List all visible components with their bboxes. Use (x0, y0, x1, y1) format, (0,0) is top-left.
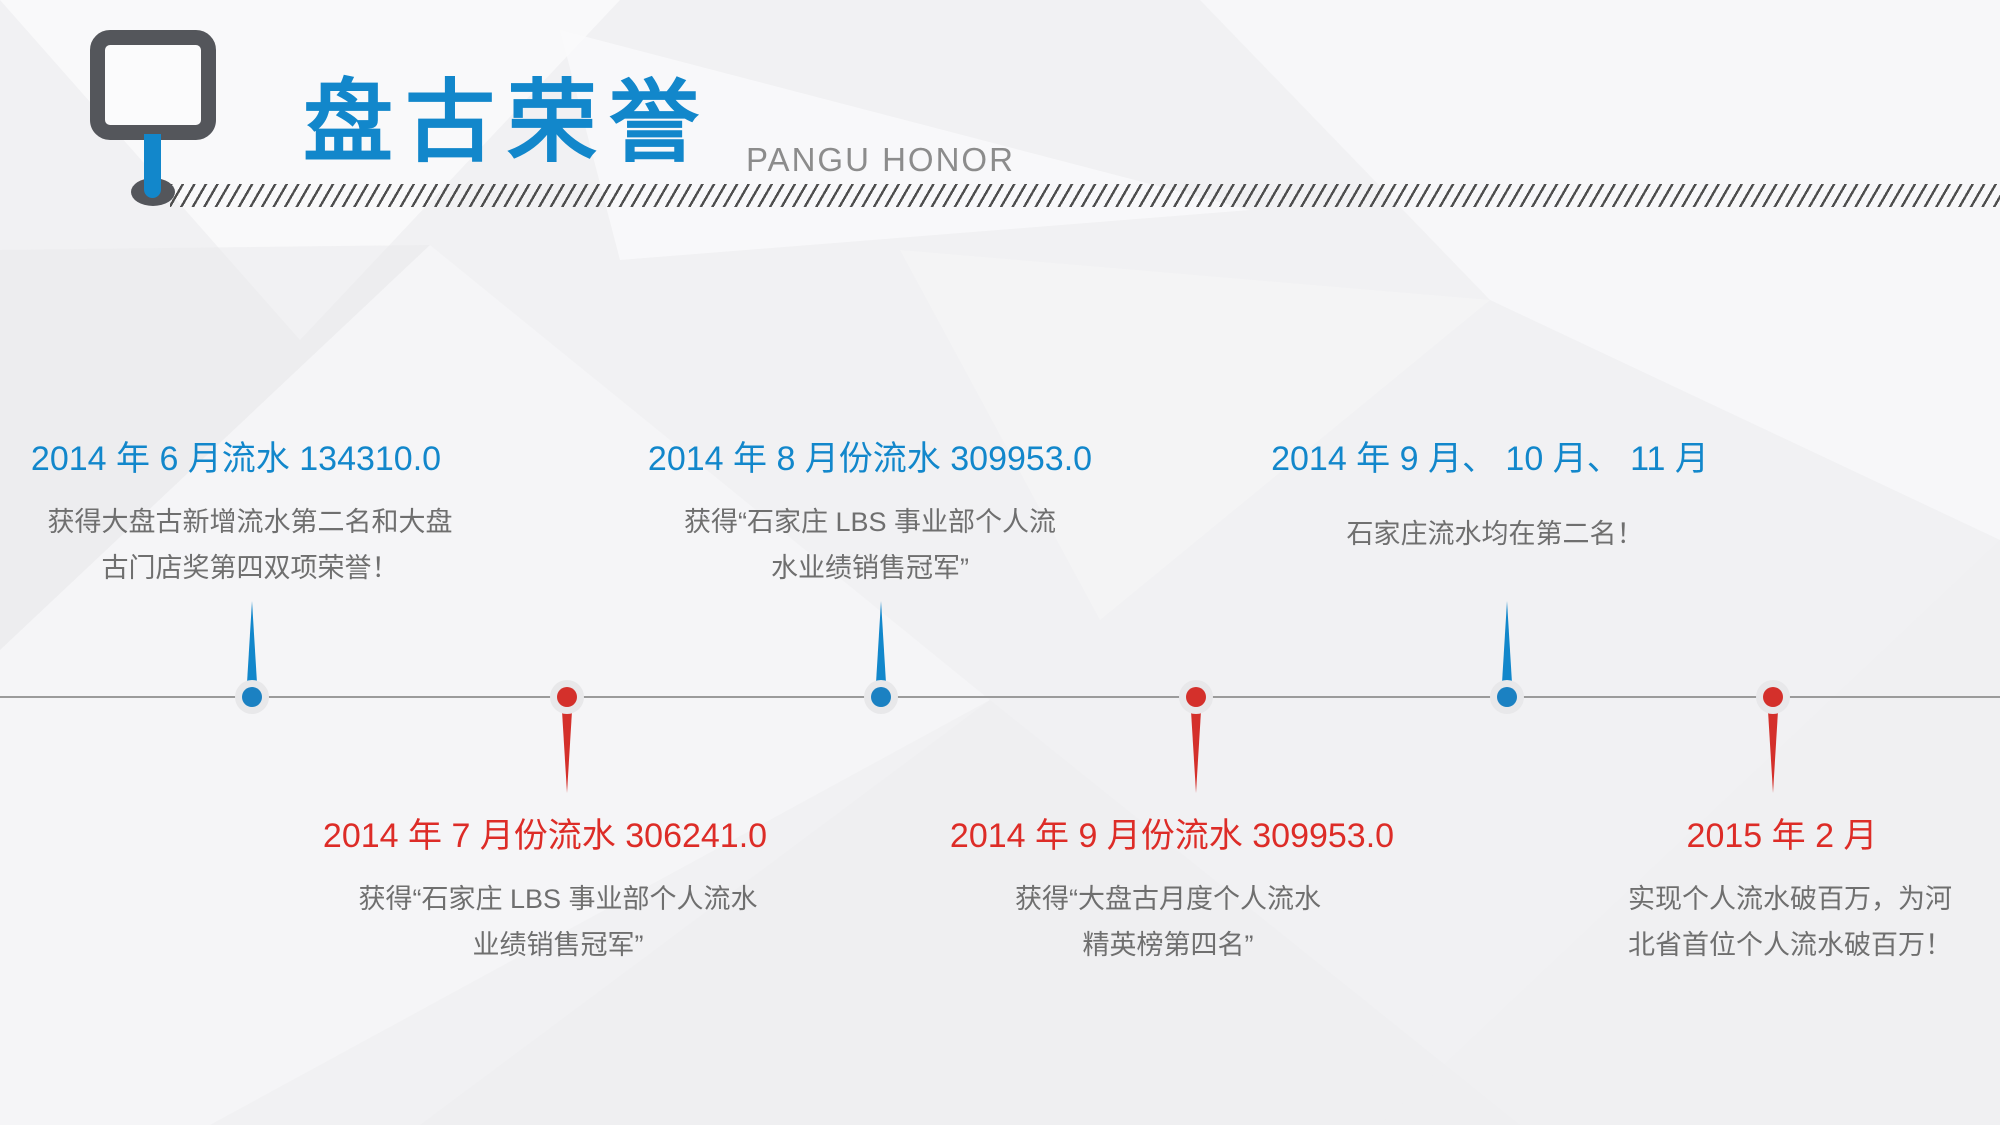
marker-dot (1186, 687, 1206, 707)
event-title: 2014 年 9 月、 10 月、 11 月 (1271, 440, 1709, 478)
timeline-line (0, 696, 2000, 698)
marker-needle (1502, 601, 1512, 683)
marker-needle (1768, 711, 1778, 793)
event-title: 2014 年 7 月份流水 306241.0 (322, 817, 768, 855)
marker-dot (557, 687, 577, 707)
monitor-icon-stem (144, 134, 161, 198)
hatch-divider (170, 184, 2000, 207)
monitor-icon (90, 30, 216, 140)
marker-dot (871, 687, 891, 707)
marker-needle (1191, 711, 1201, 793)
event-title: 2014 年 6 月流水 134310.0 (30, 440, 442, 478)
marker-needle (562, 711, 572, 793)
event-title: 2015 年 2 月 (1686, 817, 1878, 855)
marker-dot (1497, 687, 1517, 707)
marker-dot (242, 687, 262, 707)
marker-dot (1763, 687, 1783, 707)
event-description: 获得“石家庄 LBS 事业部个人流 水业绩销售冠军” (683, 507, 1057, 583)
event-description: 获得“石家庄 LBS 事业部个人流水 业绩销售冠军” (358, 884, 758, 960)
page-title: 盘古荣誉 (303, 73, 711, 173)
event-title: 2014 年 8 月份流水 309953.0 (647, 440, 1093, 478)
event-title: 2014 年 9 月份流水 309953.0 (949, 817, 1395, 855)
event-description: 实现个人流水破百万，为河 北省首位个人流水破百万！ (1628, 884, 1952, 960)
event-description: 获得大盘古新增流水第二名和大盘 古门店奖第四双项荣誉！ (47, 507, 453, 583)
marker-needle (247, 601, 257, 683)
event-description: 石家庄流水均在第二名！ (1346, 519, 1644, 549)
marker-needle (876, 601, 886, 683)
page-subtitle: PANGU HONOR (746, 141, 1015, 178)
event-description: 获得“大盘古月度个人流水 精英榜第四名” (1015, 884, 1321, 960)
